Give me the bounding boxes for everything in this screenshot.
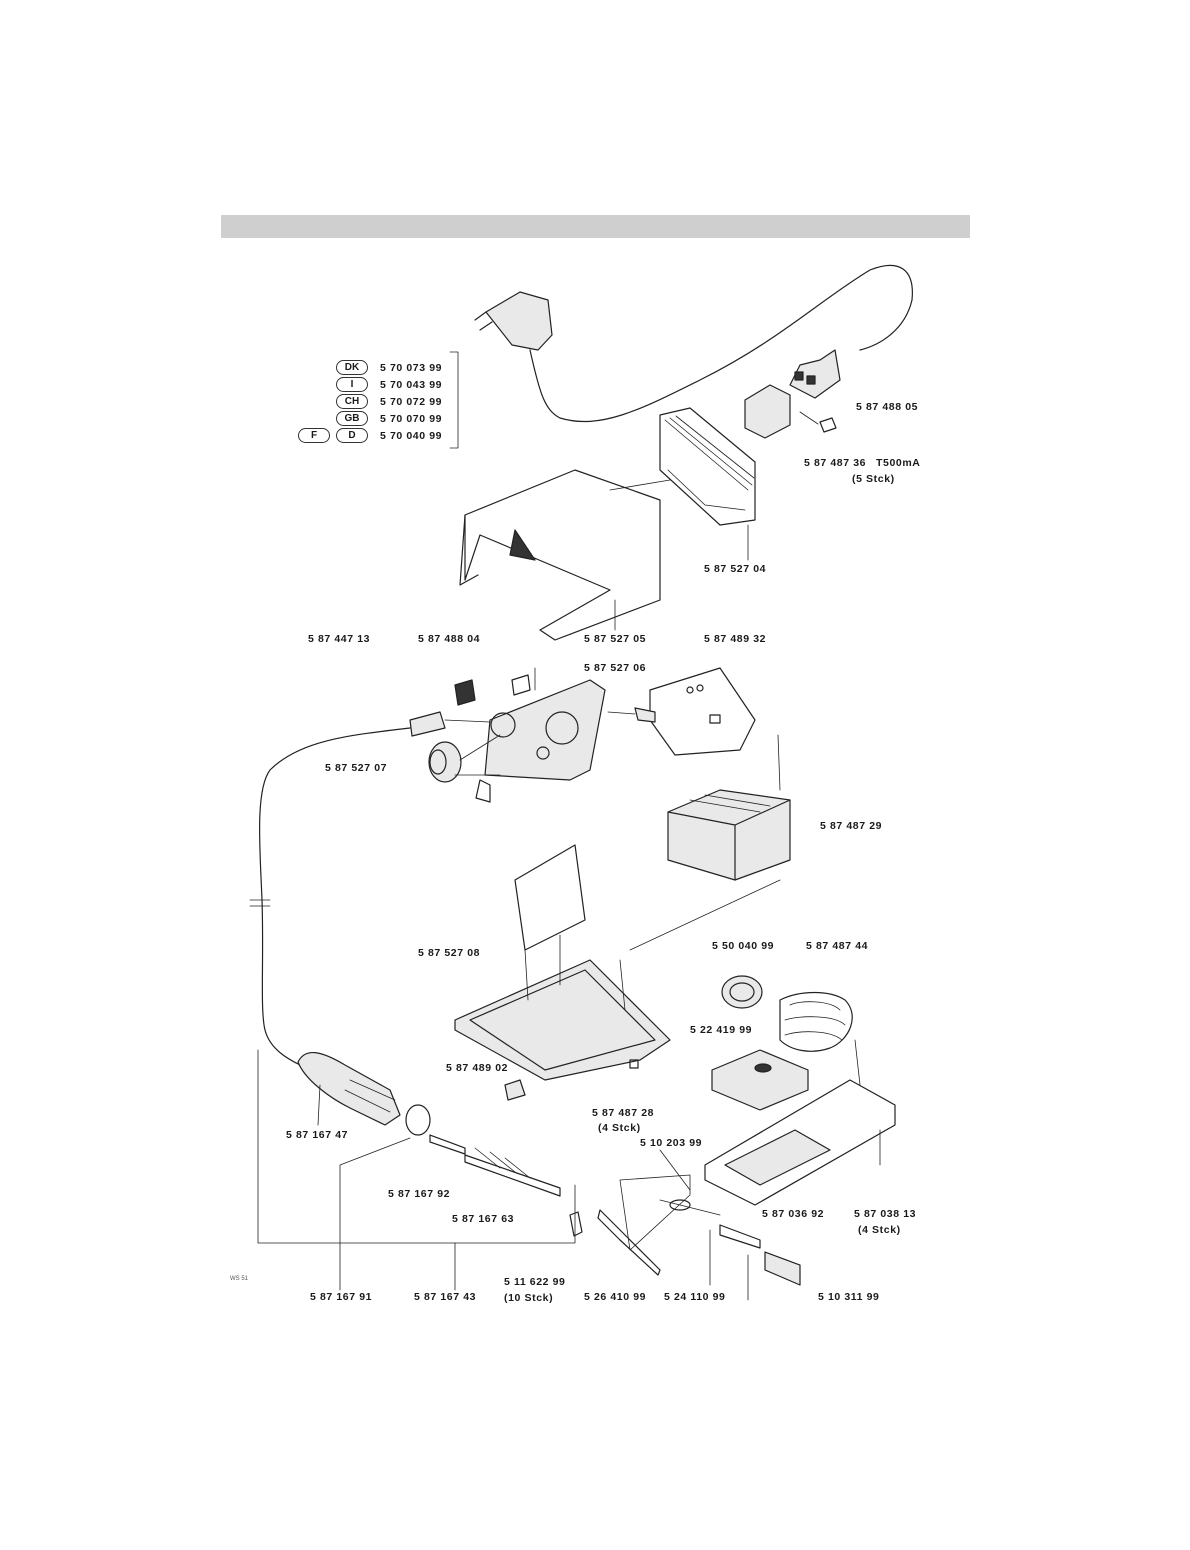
label-front-panel: 5 87 527 06 <box>584 662 647 674</box>
label-stand-foot-qty: (4 Stck) <box>858 1224 901 1236</box>
label-fuse-qty: (5 Stck) <box>852 473 895 485</box>
label-heatsink: 5 87 527 04 <box>704 563 767 575</box>
label-tip-c: 5 10 311 99 <box>818 1291 880 1303</box>
label-handle: 5 87 167 47 <box>286 1129 349 1141</box>
plug-badge-i: I <box>336 377 368 392</box>
soldering-iron-drawing <box>297 1052 583 1291</box>
label-spring: 5 11 622 99 <box>504 1276 566 1288</box>
label-stand: 5 87 036 92 <box>762 1208 825 1220</box>
mains-plug-drawing <box>474 264 913 423</box>
label-spiral: 5 87 487 44 <box>806 940 869 952</box>
label-cord-socket: 5 87 488 05 <box>856 401 919 413</box>
stand-drawing <box>704 975 896 1206</box>
plug-part-dk: 5 70 073 99 <box>380 362 443 374</box>
label-nut: 5 87 167 92 <box>388 1188 451 1200</box>
pcb-drawing <box>607 667 756 756</box>
label-pcb: 5 87 489 32 <box>704 633 767 645</box>
label-sponge: 5 22 419 99 <box>690 1024 753 1036</box>
plug-list-bracket <box>449 351 459 449</box>
heatsink-drawing <box>659 407 756 561</box>
label-heater: 5 87 167 63 <box>452 1213 515 1225</box>
label-foot: 5 87 487 28 <box>592 1107 655 1119</box>
label-tip-b: 5 24 110 99 <box>664 1291 726 1303</box>
label-tip-a: 5 26 410 99 <box>584 1291 647 1303</box>
housing-drawing <box>459 469 671 641</box>
plug-part-i: 5 70 043 99 <box>380 379 443 391</box>
plug-part-ch: 5 70 072 99 <box>380 396 443 408</box>
label-sponge-cup: 5 50 040 99 <box>712 940 775 952</box>
base-frame-drawing <box>454 844 781 1081</box>
label-spring-qty: (10 Stck) <box>504 1292 554 1304</box>
plug-badge-f: F <box>298 428 330 443</box>
footnote: WS 51 <box>230 1276 249 1282</box>
plug-badge-ch: CH <box>336 394 368 409</box>
label-housing: 5 87 527 05 <box>584 633 647 645</box>
label-clip: 5 87 489 02 <box>446 1062 509 1074</box>
plug-badge-dk: DK <box>336 360 368 375</box>
plug-part-gb: 5 70 070 99 <box>380 413 443 425</box>
label-foot-qty: (4 Stck) <box>598 1122 641 1134</box>
label-transformer: 5 87 487 29 <box>820 820 883 832</box>
header-bar <box>221 215 970 238</box>
mains-socket-drawing <box>744 384 837 439</box>
clip-drawing <box>504 1079 526 1101</box>
tips-drawing <box>597 1149 801 1301</box>
label-fuse-rating: T500mA <box>876 457 921 469</box>
label-stand-foot: 5 87 038 13 <box>854 1208 917 1220</box>
label-grip-ring: 5 87 167 91 <box>310 1291 373 1303</box>
iron-cable-drawing <box>249 711 491 1066</box>
label-tip-holder: 5 10 203 99 <box>640 1137 703 1149</box>
plug-part-d: 5 70 040 99 <box>380 430 443 442</box>
label-cable: 5 87 447 13 <box>308 633 371 645</box>
iron-set-bracket <box>257 1049 576 1244</box>
plug-badge-d: D <box>336 428 368 443</box>
label-iron-complete: 5 87 167 43 <box>414 1291 477 1303</box>
label-switch: 5 87 488 04 <box>418 633 481 645</box>
transformer-drawing <box>667 734 791 881</box>
front-panel-drawing <box>454 667 606 781</box>
socket-nut-drawing <box>428 734 501 803</box>
label-fuse: 5 87 487 36 <box>804 457 867 469</box>
label-socket: 5 87 527 07 <box>325 762 388 774</box>
plug-badge-gb: GB <box>336 411 368 426</box>
label-base-frame: 5 87 527 08 <box>418 947 481 959</box>
